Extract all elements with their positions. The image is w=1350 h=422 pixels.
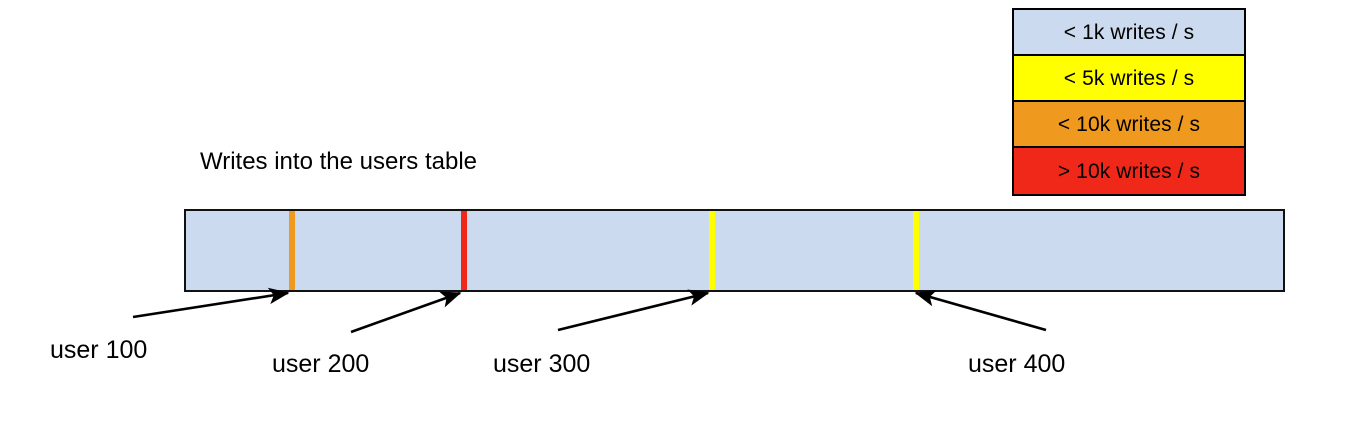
user-100-boundary-stripe xyxy=(289,211,295,290)
user-200-boundary-stripe xyxy=(461,211,467,290)
legend-item-3: > 10k writes / s xyxy=(1014,148,1244,194)
user-400-label: user 400 xyxy=(968,350,1066,378)
legend-item-0: < 1k writes / s xyxy=(1014,10,1244,56)
chart-title: Writes into the users table xyxy=(200,148,478,175)
legend-item-label: < 10k writes / s xyxy=(1057,112,1201,136)
user-400-arrow-icon xyxy=(914,290,1047,332)
user-200-arrow-icon xyxy=(350,291,462,334)
users-table-keyspace-bar xyxy=(184,209,1285,292)
user-100-label: user 100 xyxy=(50,336,148,364)
legend-item-2: < 10k writes / s xyxy=(1014,102,1244,148)
writes-rate-legend: < 1k writes / s < 5k writes / s < 10k writ… xyxy=(1012,8,1246,196)
user-300-label: user 300 xyxy=(493,350,591,378)
user-300-boundary-stripe xyxy=(709,211,715,290)
user-300-arrow-icon xyxy=(557,289,710,332)
legend-item-label: > 10k writes / s xyxy=(1057,159,1201,183)
user-100-arrow-icon xyxy=(132,287,290,319)
legend-item-label: < 5k writes / s xyxy=(1063,66,1195,90)
user-400-boundary-stripe xyxy=(913,211,919,290)
user-200-label: user 200 xyxy=(272,350,370,378)
legend-item-label: < 1k writes / s xyxy=(1063,20,1195,44)
legend-item-1: < 5k writes / s xyxy=(1014,56,1244,102)
